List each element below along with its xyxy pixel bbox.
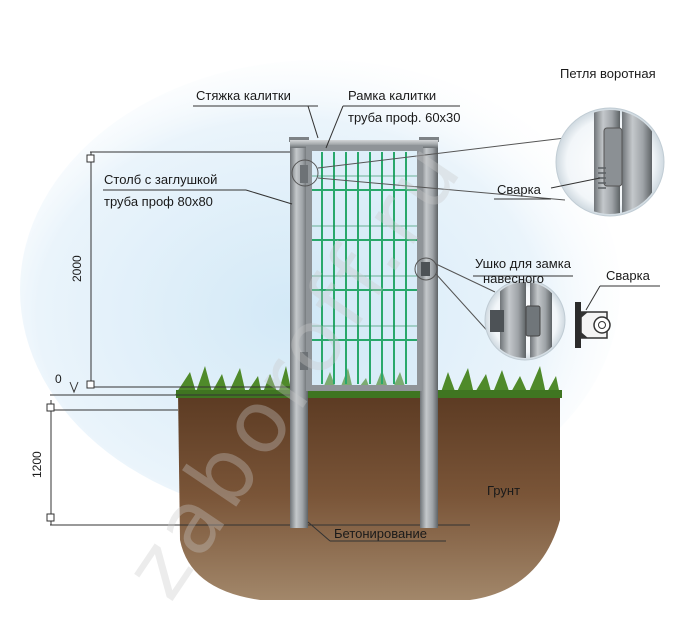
dimension-lines [50,151,290,525]
gate-frame [306,145,423,391]
dimension-2000: 2000 [70,255,84,282]
right-post-cap [419,137,439,142]
lug-weld-symbol [575,302,611,348]
label-soil: Грунт [487,483,521,498]
hinge-upper [300,165,308,183]
label-post-1: Столб с заглушкой [104,172,218,187]
right-post [420,140,438,528]
lug-callout-ring [414,257,438,281]
grass-base [176,390,562,398]
hinge-callout-line1 [317,137,566,169]
label-weld-lug: Сварка [606,268,650,283]
label-gate-tie: Стяжка калитки [196,88,291,103]
label-hinge-title: Петля воротная [560,66,656,81]
dimension-zero: 0 [55,372,62,386]
left-post-cap [289,137,309,142]
zero-arrow [69,381,79,394]
label-lug-1: Ушко для замка [475,256,571,271]
label-concrete: Бетонирование [334,526,427,541]
hinge-lower [300,352,308,370]
lug-callout-line2 [435,273,493,337]
left-post [290,140,308,528]
label-gate-frame-1: Рамка калитки [348,88,437,103]
hinge-callout-line2 [317,177,566,201]
label-lug-2: навесного [483,271,544,286]
gate-mesh [312,152,417,384]
label-gate-frame-2: труба проф. 60х30 [348,110,461,125]
gate-tie-bar [290,140,438,148]
weld-hinge-pointer [550,177,601,189]
dimension-1200: 1200 [30,451,44,478]
hinge-callout-ring [291,159,319,187]
label-weld-hinge: Сварка [497,182,541,197]
lock-lug [421,262,430,276]
label-post-2: труба проф 80х80 [104,194,213,209]
soil-ground [178,392,560,600]
weld-lug-pointer [585,285,601,311]
lug-callout-line1 [435,263,496,293]
